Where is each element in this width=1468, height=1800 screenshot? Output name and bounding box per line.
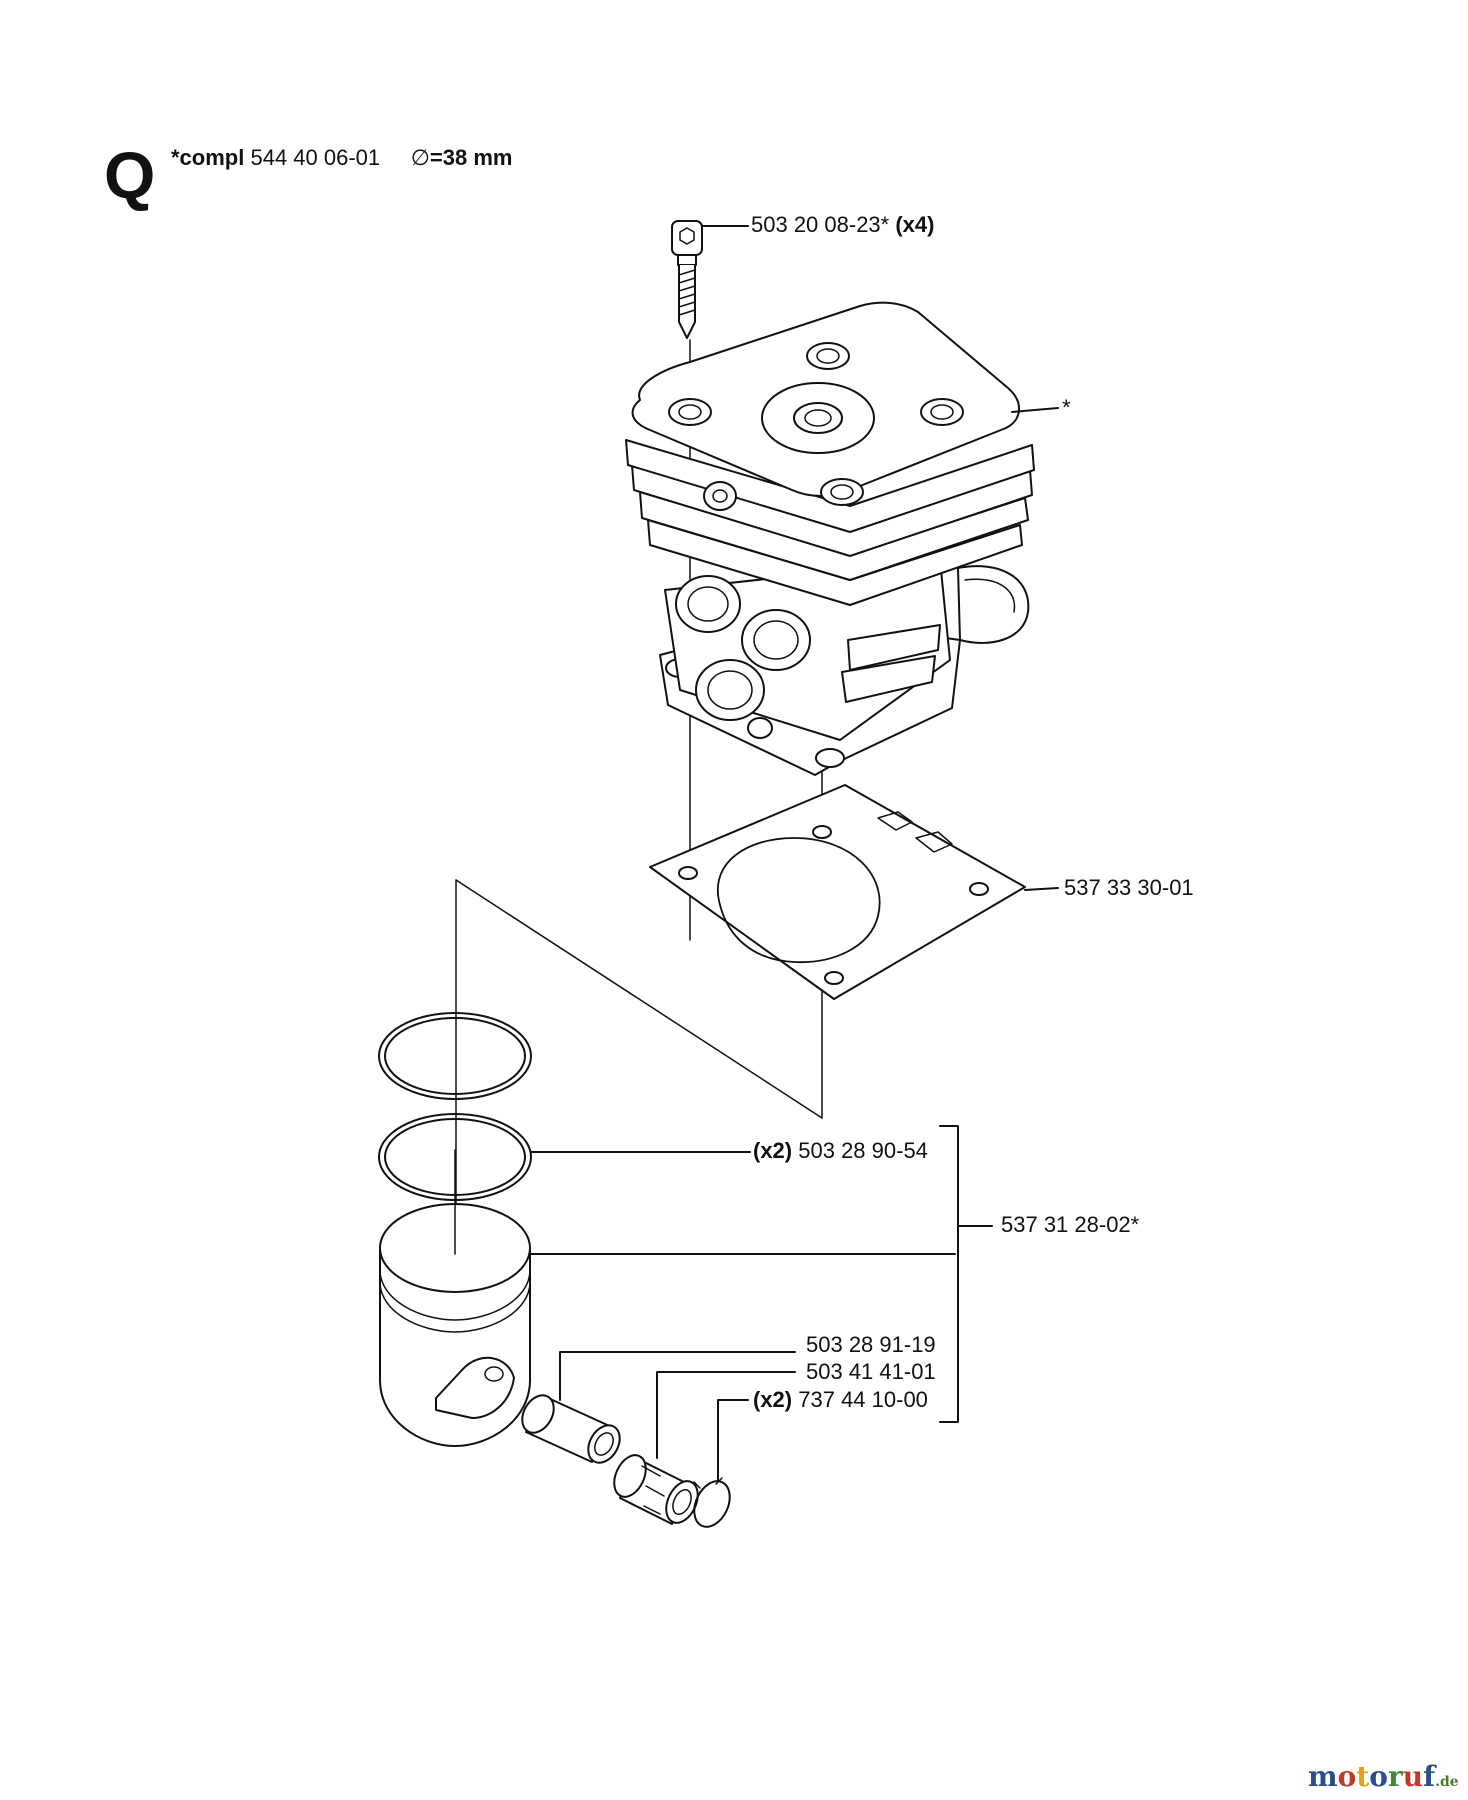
logo-letter: o [1337,1760,1357,1793]
motoruf-logo[interactable]: motoruf.de [1308,1763,1459,1791]
logo-suffix: .de [1435,1774,1459,1790]
cylinder-part-number: * [1062,395,1071,420]
assembly-prefix: *compl [171,145,245,170]
pin-part-number: 503 28 91-19 [806,1332,936,1357]
logo-letter: r [1387,1760,1403,1793]
piston-ring-upper[interactable] [378,1012,532,1100]
screw-quantity: (x4) [895,212,935,237]
diameter-value: =38 mm [429,145,513,170]
callout-piston-kit: 537 31 28-02* [1001,1214,1139,1236]
logo-letter: f [1423,1760,1436,1793]
rings-quantity: (x2) [753,1138,793,1163]
logo-letter: u [1402,1760,1424,1793]
cylinder-gasket[interactable] [649,784,1026,1000]
assembly-part-number: 544 40 06-01 [250,145,381,170]
gasket-part-number: 537 33 30-01 [1064,875,1194,900]
callout-rings: (x2) 503 28 90-54 [753,1140,928,1162]
section-letter: Q [104,138,156,212]
circlip-quantity: (x2) [753,1387,793,1412]
circlip[interactable] [687,1475,736,1532]
logo-letter: t [1356,1760,1370,1793]
callout-screw: 503 20 08-23* (x4) [751,214,934,236]
piston-kit-part-number: 537 31 28-02* [1001,1212,1140,1237]
logo-letter: o [1369,1760,1388,1793]
assembly-header: *compl 544 40 06-01 ∅=38 mm [171,147,512,169]
logo-letter: m [1308,1760,1338,1793]
callout-bearing: 503 41 41-01 [806,1361,936,1383]
cylinder[interactable] [625,301,1035,776]
rings-part-number: 503 28 90-54 [798,1138,928,1163]
cylinder-screw[interactable] [671,220,703,339]
bearing-part-number: 503 41 41-01 [806,1359,936,1384]
diameter-symbol: ∅ [410,145,430,170]
needle-bearing[interactable] [608,1450,704,1528]
callout-circlip: (x2) 737 44 10-00 [753,1389,928,1411]
callout-cylinder: * [1062,397,1071,419]
circlip-part-number: 737 44 10-00 [798,1387,928,1412]
callout-pin: 503 28 91-19 [806,1334,936,1356]
screw-part-number: 503 20 08-23* [751,212,890,237]
piston-pin[interactable] [516,1390,626,1469]
callout-gasket: 537 33 30-01 [1064,877,1194,899]
